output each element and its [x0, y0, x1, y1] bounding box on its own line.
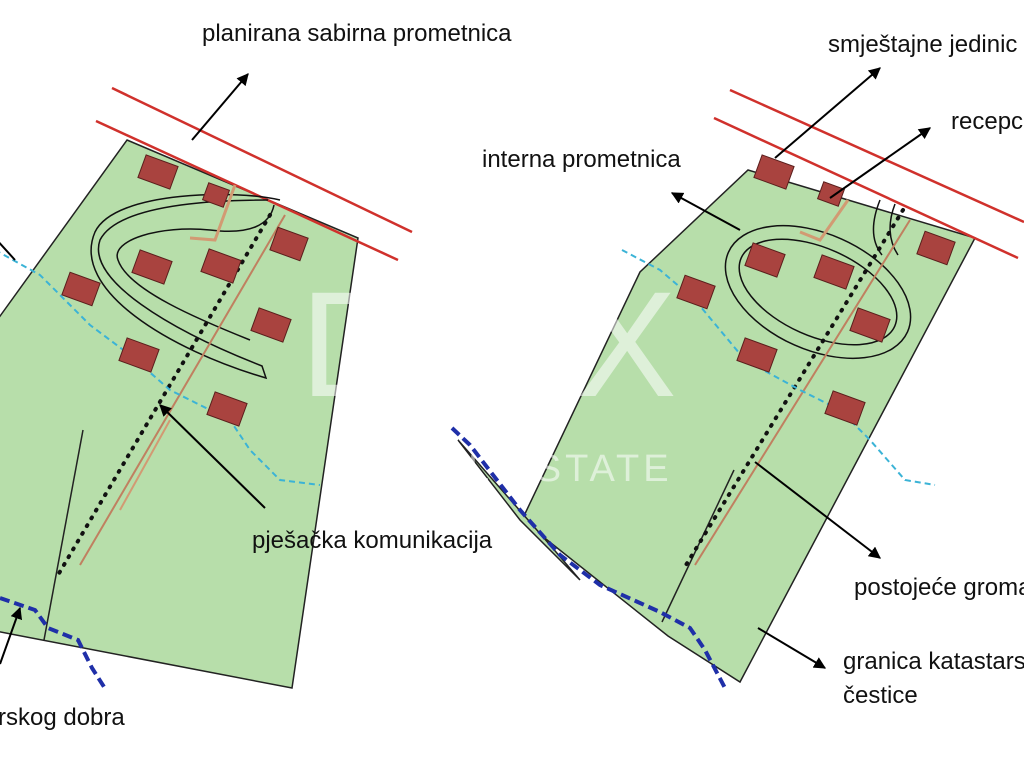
arrow-stone-wall — [754, 461, 881, 559]
accommodation-unit — [916, 230, 956, 266]
left-parcel-divider — [43, 429, 84, 641]
reception-unit — [816, 181, 846, 207]
right-contour-line — [621, 249, 936, 486]
left-planned-road-line — [95, 119, 399, 262]
accommodation-unit — [137, 154, 179, 190]
label-accommodation-units: smještajne jedinic — [828, 31, 1018, 58]
accommodation-unit — [753, 154, 795, 190]
arrow-pedestrian — [159, 404, 266, 509]
accommodation-unit — [813, 254, 855, 290]
left-planned-road-line — [111, 86, 413, 234]
label-parcel-boundary-line1: granica katastars — [843, 648, 1024, 675]
accommodation-unit — [131, 249, 173, 285]
right-units — [676, 154, 956, 426]
accommodation-unit — [849, 307, 891, 343]
accommodation-unit — [61, 271, 101, 307]
right-planned-road-line — [713, 116, 1019, 260]
label-planned-road: planirana sabirna prometnica — [202, 20, 512, 47]
left-internal-road-inner — [116, 204, 275, 341]
left-footpath — [119, 419, 171, 511]
accommodation-unit — [118, 337, 160, 373]
accommodation-unit — [736, 337, 778, 373]
arrow-maritime — [0, 606, 23, 665]
right-footpath — [799, 199, 850, 242]
left-internal-road-outer — [90, 193, 281, 380]
right-internal-road-outer — [724, 224, 912, 360]
label-stone-wall: postojeće groma — [854, 574, 1024, 601]
right-internal-road-inner — [738, 238, 898, 346]
arrow-reception — [829, 127, 931, 199]
arrow-accommodation — [774, 67, 881, 159]
accommodation-unit — [744, 242, 786, 278]
left-plan — [0, 73, 413, 692]
left-footpath — [79, 214, 286, 566]
right-footpath — [694, 219, 911, 566]
right-coastline — [450, 426, 728, 691]
arrow-internal-road — [670, 192, 741, 231]
arrow-parcel-boundary — [757, 627, 827, 669]
left-pedestrian-path — [56, 213, 272, 577]
watermark-logo: DUX — [300, 260, 707, 428]
accommodation-unit — [200, 248, 242, 284]
reception-unit — [201, 182, 231, 208]
label-maritime-domain: rskog dobra — [0, 704, 125, 731]
accommodation-unit — [269, 226, 309, 262]
left-coastline — [0, 596, 108, 692]
right-planned-road-line — [729, 88, 1024, 224]
right-plan — [450, 67, 1024, 691]
accommodation-unit — [676, 274, 716, 310]
right-parcel-divider — [661, 469, 735, 623]
accommodation-unit — [824, 390, 866, 426]
label-parcel-boundary-line2: čestice — [843, 682, 918, 709]
left-footpath — [189, 184, 237, 242]
accommodation-unit — [250, 307, 292, 343]
label-pedestrian: pješačka komunikacija — [252, 527, 493, 554]
accommodation-unit — [206, 391, 248, 427]
arrow-planned-road — [191, 73, 249, 141]
left-contour-line — [0, 251, 321, 486]
left-units — [61, 154, 309, 427]
watermark-tagline: REAL ESTATE — [378, 448, 673, 490]
arrow-left-contour — [0, 242, 16, 261]
label-internal-road: interna prometnica — [482, 146, 681, 173]
left-parcel — [0, 139, 359, 689]
label-reception: recepc — [951, 108, 1024, 135]
